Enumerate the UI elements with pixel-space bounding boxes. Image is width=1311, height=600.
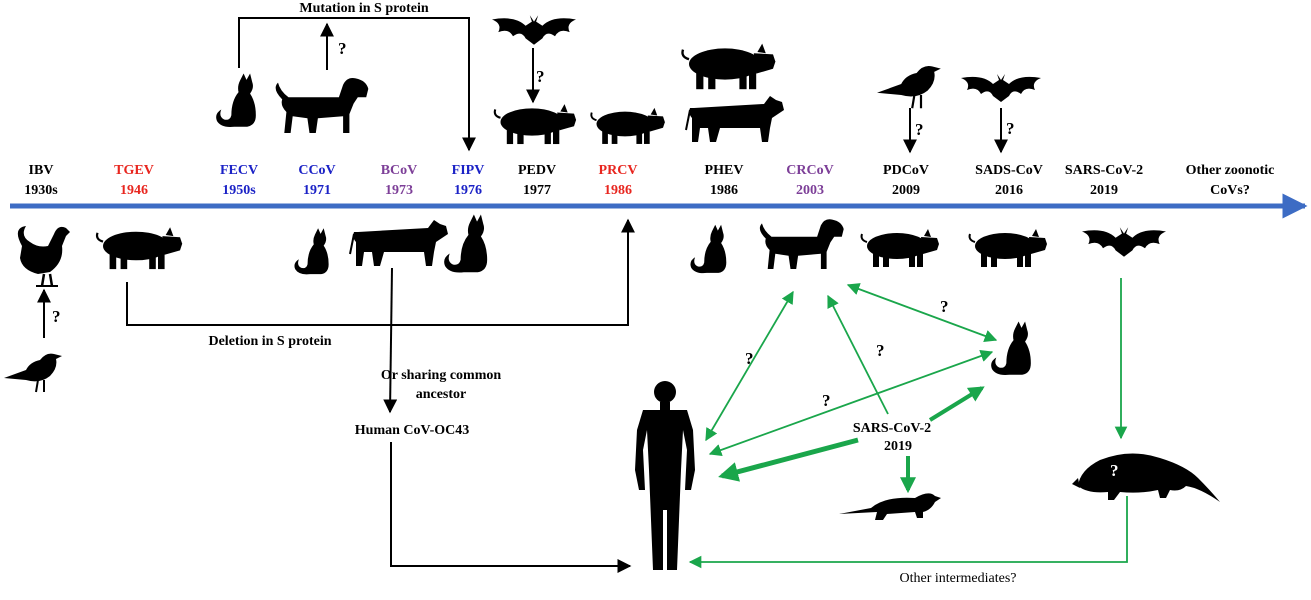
oc43-label: Human CoV-OC43 <box>355 423 469 438</box>
timeline-year-11: 2016 <box>995 183 1023 198</box>
question-mark: ? <box>1006 119 1015 138</box>
question-mark: ? <box>876 341 885 360</box>
timeline-name-11: SADS-CoV <box>975 163 1043 178</box>
pig-icon <box>681 42 777 91</box>
timeline-year-4: 1973 <box>385 183 413 198</box>
sars-to-cat-arrow <box>928 386 985 422</box>
cat-icon <box>690 224 727 274</box>
pig-icon <box>95 226 184 271</box>
pangolin-to-human-arrow <box>688 496 1128 569</box>
timeline-year-13: CoVs? <box>1210 183 1250 198</box>
pig-icon <box>590 106 666 145</box>
question-mark: ? <box>940 297 949 316</box>
dog-icon <box>275 77 369 133</box>
sars-to-dog-arrow <box>827 294 889 415</box>
timeline-year-1: 1946 <box>120 183 148 198</box>
timeline-year-6: 1977 <box>523 183 551 198</box>
timeline-year-3: 1971 <box>303 183 331 198</box>
timeline-name-12: SARS-CoV-2 <box>1065 163 1143 178</box>
timeline-name-7: PRCV <box>599 163 638 178</box>
timeline-name-2: FECV <box>220 163 258 178</box>
chicken-icon <box>16 224 72 288</box>
cat-icon <box>216 73 256 127</box>
bird-icon <box>875 64 942 110</box>
timeline-name-0: IBV <box>29 163 54 178</box>
question-mark: ? <box>915 120 924 139</box>
mutation-label: Mutation in S protein <box>299 1 428 16</box>
question-mark: ? <box>338 39 347 58</box>
deletion-label: Deletion in S protein <box>208 334 331 349</box>
timeline-year-7: 1986 <box>604 183 632 198</box>
timeline-labels: IBV 1930s TGEV 1946 FECV 1950s CCoV 1971 BCoV 197… <box>24 163 1274 198</box>
bat-icon <box>1082 227 1166 257</box>
human-icon <box>635 381 695 570</box>
dog-icon <box>759 219 844 269</box>
sars-center-line1: SARS-CoV-2 <box>853 421 931 436</box>
timeline-name-1: TGEV <box>114 163 154 178</box>
sharing-label-line2: ancestor <box>416 387 467 402</box>
deletion-arrow <box>126 218 635 326</box>
cow-to-oc43-arrow <box>383 267 398 414</box>
timeline-year-2: 1950s <box>222 183 256 198</box>
timeline-name-8: PHEV <box>705 163 744 178</box>
bird-icon <box>3 352 63 393</box>
pig-icon <box>968 228 1048 268</box>
human-cat-arrow <box>708 349 994 457</box>
timeline-name-3: CCoV <box>298 163 335 178</box>
bat-icon <box>492 15 576 45</box>
question-mark: ? <box>1110 461 1119 480</box>
timeline-year-8: 1986 <box>710 183 738 198</box>
oc43-to-human-arrow <box>390 442 632 573</box>
cat-icon <box>294 228 329 275</box>
timeline-year-9: 2003 <box>796 183 824 198</box>
timeline-name-13: Other zoonotic <box>1186 163 1275 178</box>
dog-cat-arrow <box>846 283 998 342</box>
timeline-name-10: PDCoV <box>883 163 929 178</box>
timeline-year-0: 1930s <box>24 183 58 198</box>
green-transmission-arrows <box>688 278 1128 569</box>
sars-center-line2: 2019 <box>884 439 912 454</box>
ferret-icon <box>839 493 941 520</box>
pig-icon <box>860 228 940 268</box>
other-intermediates-label: Other intermediates? <box>899 571 1016 586</box>
timeline-year-5: 1976 <box>454 183 482 198</box>
cow-icon <box>685 95 785 143</box>
sars-to-human-arrow <box>718 437 859 482</box>
cat-icon <box>444 214 488 273</box>
question-mark: ? <box>822 391 831 410</box>
timeline-year-12: 2019 <box>1090 183 1118 198</box>
question-mark: ? <box>745 349 754 368</box>
question-mark: ? <box>52 307 61 326</box>
mutation-arrow <box>238 17 476 152</box>
timeline-name-4: BCoV <box>381 163 418 178</box>
cat-icon <box>991 321 1031 375</box>
timeline-name-9: CRCoV <box>786 163 833 178</box>
question-mark: ? <box>536 67 545 86</box>
sharing-label-line1: Or sharing common <box>381 368 502 383</box>
cow-icon <box>349 219 449 267</box>
pig-icon <box>493 103 578 146</box>
pangolin-icon <box>1072 453 1220 502</box>
timeline-name-5: FIPV <box>452 163 485 178</box>
timeline-name-6: PEDV <box>518 163 556 178</box>
bat-icon <box>961 74 1041 102</box>
timeline-year-10: 2009 <box>892 183 920 198</box>
